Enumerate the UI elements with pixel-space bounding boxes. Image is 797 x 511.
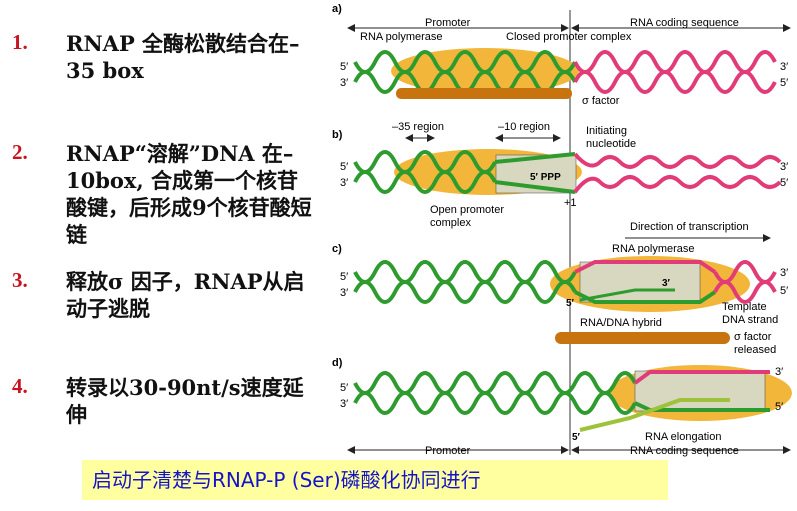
step-text: RNAP 全酶松散结合在–35 box [66,31,300,83]
promoter-label: Promoter [425,17,471,29]
end-label-5prime: 5′ [340,61,348,73]
five-prime-rna-label: 5′ [566,298,575,309]
end-label-3prime: 3′ [340,77,348,89]
step-number: 1. [12,30,28,54]
dna-helix-c [353,260,777,304]
end-label-5prime: 5′ [780,177,788,189]
step-number: 4. [12,374,28,398]
step-text: RNAP“溶解”DNA 在–10box, 合成第一个核苷酸键，后形成9个核苷酸短… [66,141,312,247]
sigma-released-label-2: released [734,344,776,356]
elongation-label: RNA elongation [645,431,721,443]
sigma-factor-shape [396,88,572,99]
end-label-3prime: 3′ [775,366,783,378]
step-text: 转录以30-90nt/s速度延伸 [66,375,304,427]
nucleotide-label: nucleotide [586,138,636,150]
step-number: 2. [12,140,28,164]
end-label-5prime: 5′ [775,401,783,413]
end-label-3prime: 3′ [340,287,348,299]
end-label-3prime: 3′ [340,398,348,410]
end-label-5prime: 5′ [340,161,348,173]
direction-label: Direction of transcription [630,221,749,233]
hybrid-label: RNA/DNA hybrid [580,317,662,329]
step-number: 3. [12,268,28,292]
template-label-2: DNA strand [722,314,778,326]
ppp-label: 5′ PPP [530,172,561,183]
plus-one-label: +1 [564,197,577,209]
rna-polymerase-c-label: RNA polymerase [612,243,695,255]
dna-helix-d [353,370,770,432]
end-label-3prime: 3′ [780,61,788,73]
region-10-label: –10 region [498,121,550,133]
three-prime-rna-label: 3′ [662,278,671,289]
panel-b-label: b) [332,129,343,141]
sigma-factor-label: σ factor [582,95,620,107]
open-complex-label-2: complex [430,217,471,229]
end-label-5prime: 5′ [340,271,348,283]
five-prime-rna-label: 5′ [572,432,581,443]
sigma-released-shape [555,332,730,344]
closed-complex-label: Closed promoter complex [506,31,632,43]
promoter-label-d: Promoter [425,445,471,457]
region-35-label: –35 region [392,121,444,133]
panel-d-label: d) [332,357,343,369]
end-label-5prime: 5′ [780,77,788,89]
transcription-figure: a) Promoter RNA coding sequence RNA poly… [332,3,792,457]
step-text: 释放σ 因子，RNAP从启动子逃脱 [66,269,305,321]
rna-coding-label: RNA coding sequence [630,17,739,29]
rna-coding-label-d: RNA coding sequence [630,445,739,457]
end-label-3prime: 3′ [780,267,788,279]
transcription-bubble-d [634,370,766,412]
dna-helix-b [353,150,782,194]
panel-a-label: a) [332,3,342,15]
open-complex-label: Open promoter [430,204,504,216]
panel-c-label: c) [332,243,342,255]
end-label-5prime: 5′ [780,285,788,297]
end-label-5prime: 5′ [340,382,348,394]
template-label: Template [722,301,767,313]
end-label-3prime: 3′ [340,177,348,189]
sigma-released-label: σ factor [734,331,772,343]
end-label-3prime: 3′ [780,161,788,173]
caption-banner: 启动子清楚与RNAP-P (Ser)磷酸化协同进行 [82,460,668,500]
initiating-label: Initiating [586,125,627,137]
rna-polymerase-label: RNA polymerase [360,31,443,43]
